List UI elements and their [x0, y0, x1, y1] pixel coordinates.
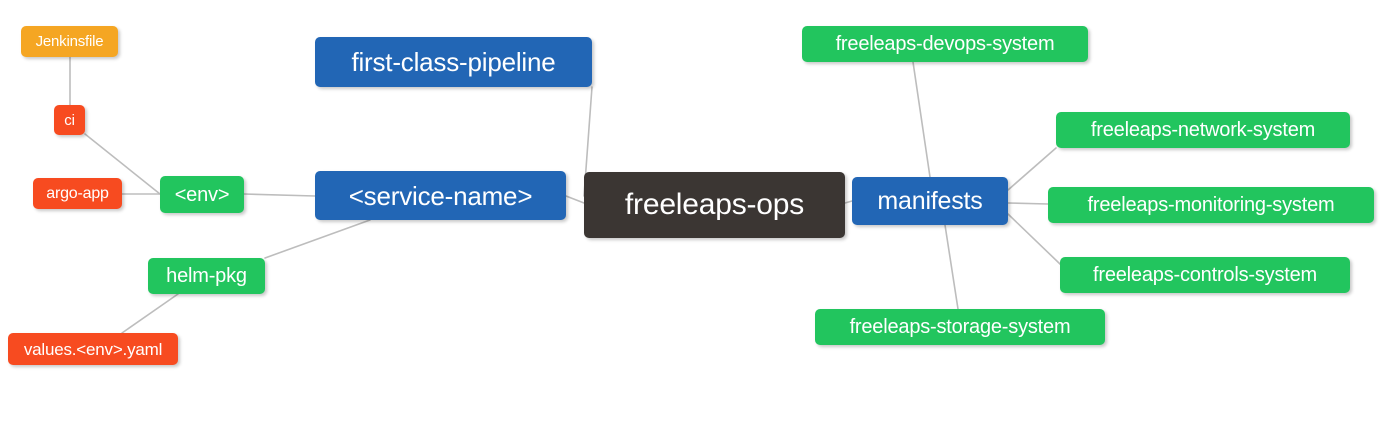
node-env[interactable]: <env>: [160, 176, 244, 213]
edge-freeleaps-ops-to-service-name: [565, 195, 585, 204]
node-freeleaps-network-system[interactable]: freeleaps-network-system: [1056, 112, 1350, 148]
node-values-yaml[interactable]: values.<env>.yaml: [8, 333, 178, 365]
edge-manifests-to-freeleaps-devops-system: [912, 61, 931, 178]
node-manifests[interactable]: manifests: [852, 177, 1008, 225]
edge-helm-pkg-to-values-yaml: [121, 293, 179, 334]
edge-freeleaps-ops-to-manifests: [844, 200, 853, 204]
edge-service-name-to-env: [243, 193, 316, 197]
node-freeleaps-ops[interactable]: freeleaps-ops: [584, 172, 845, 238]
node-helm-pkg[interactable]: helm-pkg: [148, 258, 265, 294]
node-freeleaps-controls-system[interactable]: freeleaps-controls-system: [1060, 257, 1350, 293]
node-ci[interactable]: ci: [54, 105, 85, 135]
edge-service-name-to-helm-pkg: [264, 219, 371, 259]
edge-manifests-to-freeleaps-network-system: [1007, 147, 1057, 191]
edge-manifests-to-freeleaps-storage-system: [944, 224, 959, 310]
node-argo-app[interactable]: argo-app: [33, 178, 122, 209]
edge-manifests-to-freeleaps-monitoring-system: [1007, 202, 1049, 205]
node-freeleaps-storage-system[interactable]: freeleaps-storage-system: [815, 309, 1105, 345]
node-freeleaps-devops-system[interactable]: freeleaps-devops-system: [802, 26, 1088, 62]
node-first-class-pipeline[interactable]: first-class-pipeline: [315, 37, 592, 87]
node-service-name[interactable]: <service-name>: [315, 171, 566, 220]
node-jenkinsfile[interactable]: Jenkinsfile: [21, 26, 118, 57]
node-freeleaps-monitoring-system[interactable]: freeleaps-monitoring-system: [1048, 187, 1374, 223]
